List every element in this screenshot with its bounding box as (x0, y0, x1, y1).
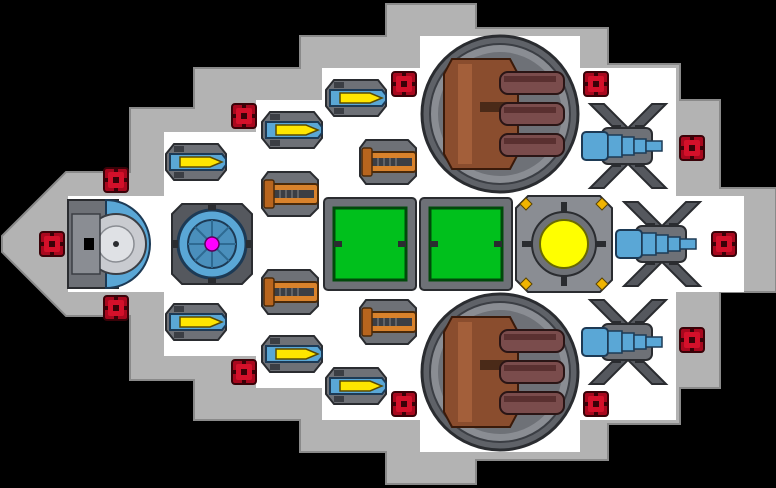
beam-weapon-icon[interactable] (261, 171, 319, 217)
door-icon[interactable] (583, 391, 609, 417)
door-icon[interactable] (231, 359, 257, 385)
door-icon[interactable] (583, 71, 609, 97)
reactor-icon[interactable] (515, 195, 613, 293)
door-icon[interactable] (679, 327, 705, 353)
door-icon[interactable] (103, 295, 129, 321)
door-icon[interactable] (679, 135, 705, 161)
door-icon[interactable] (231, 103, 257, 129)
door-icon[interactable] (103, 167, 129, 193)
missile-icon[interactable] (261, 335, 323, 373)
artillery-turret-icon[interactable] (420, 292, 580, 452)
missile-icon[interactable] (261, 111, 323, 149)
battery-cell-icon[interactable] (419, 197, 513, 291)
beam-weapon-icon[interactable] (359, 139, 417, 185)
door-icon[interactable] (711, 231, 737, 257)
beam-weapon-icon[interactable] (261, 269, 319, 315)
artillery-turret-icon[interactable] (420, 34, 580, 194)
beam-weapon-icon[interactable] (359, 299, 417, 345)
shield-core-icon[interactable] (171, 203, 253, 285)
battery-cell-icon[interactable] (323, 197, 417, 291)
door-icon[interactable] (391, 71, 417, 97)
missile-icon[interactable] (325, 79, 387, 117)
missile-icon[interactable] (165, 143, 227, 181)
cockpit-icon[interactable] (67, 198, 151, 290)
missile-icon[interactable] (325, 367, 387, 405)
door-icon[interactable] (39, 231, 65, 257)
missile-icon[interactable] (165, 303, 227, 341)
door-icon[interactable] (391, 391, 417, 417)
